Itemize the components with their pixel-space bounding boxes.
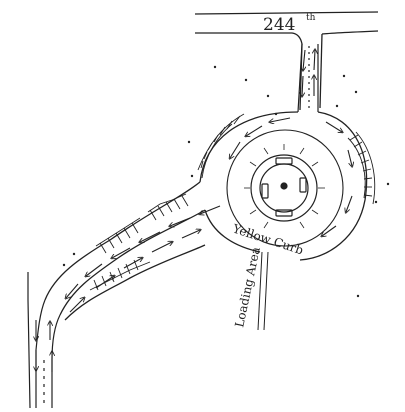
main-drive [44, 181, 206, 321]
parking-stalls-circle-left [197, 113, 245, 179]
loading-area-lines [257, 251, 269, 331]
central-island [244, 144, 325, 229]
roundabout-outer [199, 111, 368, 261]
entrance-driveway [297, 43, 319, 113]
street-edges [194, 11, 379, 111]
exit-lane [27, 272, 61, 409]
parking-stalls-drive [89, 193, 189, 291]
street-name-suffix: th [306, 13, 316, 23]
traffic-flow-arrows [36, 50, 352, 372]
parking-stalls-circle-right [347, 131, 376, 205]
street-name-number: 244 [263, 15, 295, 35]
landscape-dots [62, 65, 390, 298]
roundabout-lane [226, 129, 344, 247]
